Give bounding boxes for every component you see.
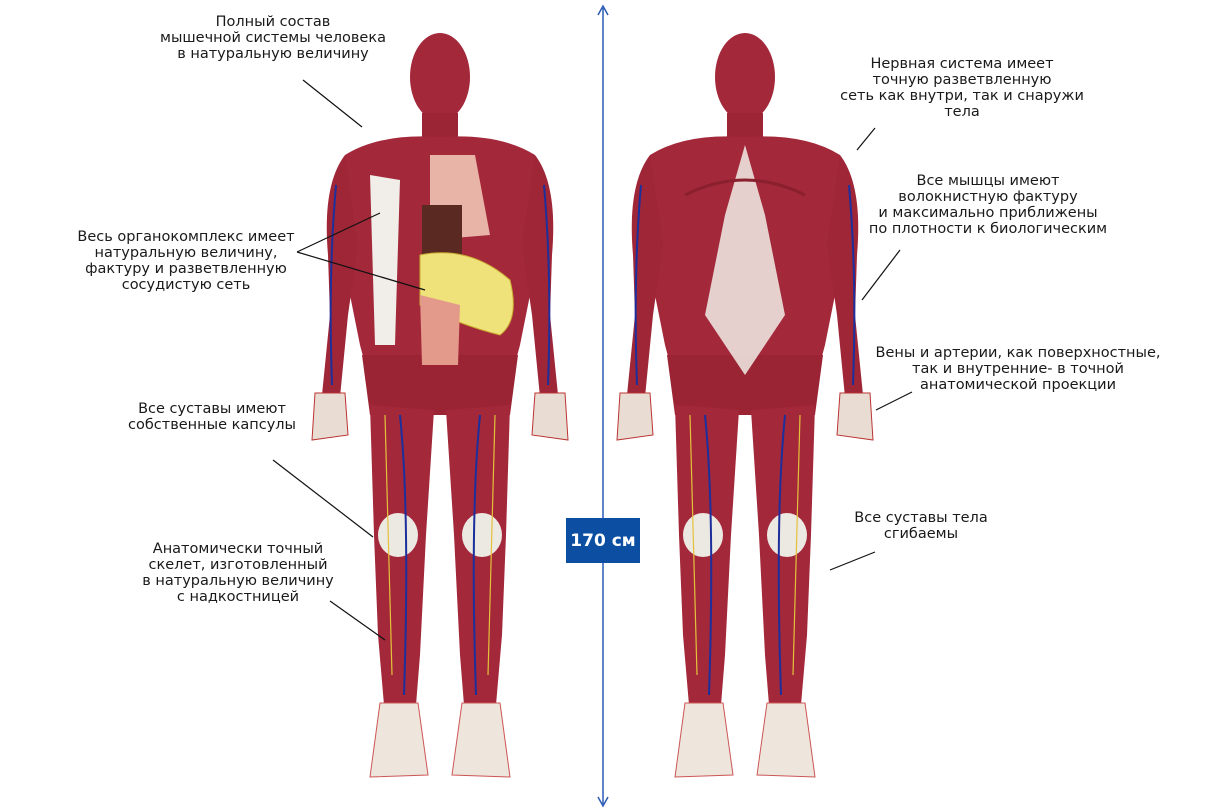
caption-vessels: Вены и артерии, как поверхностные, так и… (875, 345, 1160, 393)
caption-muscle-system: Полный состав мышечной системы человека … (160, 14, 386, 62)
caption-skeleton: Анатомически точный скелет, изготовленны… (142, 541, 334, 605)
height-scale (597, 4, 609, 808)
caption-joint-capsules: Все суставы имеют собственные капсулы (128, 401, 296, 433)
caption-organ-complex: Весь органокомплекс имеет натуральную ве… (77, 229, 294, 293)
caption-line: сеть как внутри, так и снаружи (840, 88, 1084, 104)
caption-line: и максимально приближены (878, 205, 1098, 221)
height-badge: 170 см (566, 518, 640, 563)
caption-line: тела (944, 104, 980, 120)
caption-line: собственные капсулы (127, 417, 297, 433)
caption-line: сосудистую сеть (121, 277, 251, 293)
caption-line: Анатомически точный (152, 541, 324, 557)
caption-line: волокнистную фактуру (898, 189, 1078, 205)
leader-lines (272, 79, 913, 641)
caption-line: скелет, изготовленный (148, 557, 328, 573)
caption-line: Все суставы тела (854, 510, 988, 526)
caption-line: точную разветвленную (872, 72, 1052, 88)
caption-line: Все мышцы имеют (916, 173, 1060, 189)
caption-line: мышечной системы человека (160, 30, 386, 46)
caption-line: анатомической проекции (919, 377, 1117, 393)
caption-line: Вены и артерии, как поверхностные, (875, 345, 1161, 361)
caption-line: Полный состав (215, 14, 331, 30)
caption-line: в натуральную величину (142, 573, 334, 589)
caption-line: по плотности к биологическим (868, 221, 1108, 237)
caption-line: с надкостницей (176, 589, 300, 605)
caption-line: в натуральную величину (177, 46, 369, 62)
caption-line: сгибаемы (883, 526, 959, 542)
back-figure (616, 32, 874, 778)
caption-muscle-texture: Все мышцы имеют волокнистную фактуру и м… (869, 173, 1107, 237)
caption-line: Нервная система имеет (870, 56, 1054, 72)
caption-line: так и внутренние- в точной (912, 361, 1124, 377)
caption-line: Весь органокомплекс имеет (77, 229, 295, 245)
caption-nervous-system: Нервная система имеет точную разветвленн… (840, 56, 1084, 120)
caption-line: натуральную величину, (94, 245, 278, 261)
caption-line: фактуру и разветвленную (85, 261, 287, 277)
caption-line: Все суставы имеют (138, 401, 286, 417)
front-figure (311, 32, 569, 778)
caption-flexible-joints: Все суставы тела сгибаемы (854, 510, 987, 542)
